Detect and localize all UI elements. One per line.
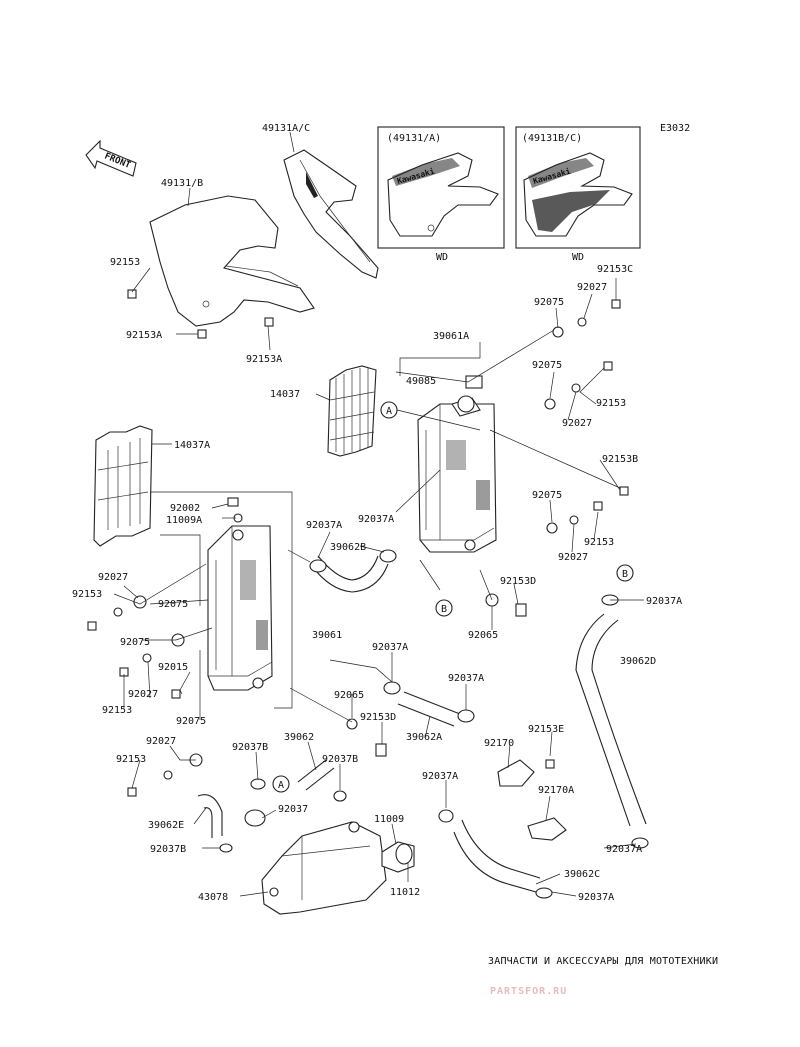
hardware	[87, 289, 649, 899]
label-92075-l1: 92075	[158, 599, 188, 610]
label-11012: 11012	[390, 887, 420, 898]
ref-a-1: A	[386, 406, 392, 417]
label-92075-r2: 92075	[532, 490, 562, 501]
label-92037a-r: 92037A	[646, 596, 682, 607]
reference-markers: A B B A	[272, 401, 634, 793]
label-92170a: 92170A	[538, 785, 574, 796]
label-92153e: 92153E	[528, 724, 564, 735]
radiator-right	[417, 395, 497, 553]
radiator-shroud-left	[149, 195, 315, 327]
label-92153-r1: 92153	[596, 398, 626, 409]
label-92075-top: 92075	[534, 297, 564, 308]
label-92037b-1: 92037B	[232, 742, 268, 753]
hose-39062e	[197, 794, 223, 838]
louver-14037	[327, 365, 377, 457]
radiator-left	[207, 525, 273, 691]
label-92037a-5: 92037A	[422, 771, 458, 782]
label-92037a-4: 92037A	[448, 673, 484, 684]
label-92037a-2: 92037A	[358, 514, 394, 525]
watermark-subtitle: ЗАПЧАСТИ И АКСЕССУАРЫ ДЛЯ МОТОТЕХНИКИ	[488, 956, 718, 967]
label-92037a-1: 92037A	[306, 520, 342, 531]
label-92153d-1: 92153D	[500, 576, 536, 587]
hose-39062c	[453, 819, 541, 893]
hose-39062a	[397, 691, 461, 727]
ref-b-2: B	[622, 569, 628, 580]
label-11009: 11009	[374, 814, 404, 825]
louver-14037a	[93, 425, 153, 547]
label-92075-l3: 92075	[176, 716, 206, 727]
label-92153-l2: 92153	[102, 705, 132, 716]
label-92065-2: 92065	[334, 690, 364, 701]
watermark: ЗАПЧАСТИ И АКСЕССУАРЫ ДЛЯ МОТОТЕХНИКИ PA…	[488, 956, 718, 997]
watermark-brand: PARTSFOR.RU	[490, 986, 567, 997]
label-92170: 92170	[484, 738, 514, 749]
label-92027-top: 92027	[577, 282, 607, 293]
label-92037b-3: 92037B	[150, 844, 186, 855]
label-92015: 92015	[158, 662, 188, 673]
label-92002: 92002	[170, 503, 200, 514]
label-39062b: 39062B	[330, 542, 366, 553]
label-49085: 49085	[406, 376, 436, 387]
label-92037: 92037	[278, 804, 308, 815]
diagram-code: E3032	[660, 123, 690, 134]
hose-39062b	[311, 555, 389, 593]
label-92037a-3: 92037A	[372, 642, 408, 653]
label-92153b: 92153B	[602, 454, 638, 465]
hose-39062	[297, 759, 335, 791]
part-labels: 49131A/C 49131/B 92153 92153A 92153A 921…	[72, 123, 682, 903]
label-92075-mid: 92075	[532, 360, 562, 371]
label-92037b-2: 92037B	[322, 754, 358, 765]
ref-a-2: A	[278, 780, 284, 791]
label-92037a-7: 92037A	[578, 892, 614, 903]
inset-right-title: (49131B/C)	[522, 133, 582, 144]
label-39062e: 39062E	[148, 820, 184, 831]
label-92027-l2: 92027	[128, 689, 158, 700]
leader-lines	[113, 131, 644, 897]
label-49131ac: 49131A/C	[262, 123, 310, 134]
label-39061: 39061	[312, 630, 342, 641]
label-39062c: 39062C	[564, 869, 600, 880]
label-92065-1: 92065	[468, 630, 498, 641]
inset-right-label: WD	[572, 252, 584, 263]
label-92027-l3: 92027	[146, 736, 176, 747]
front-arrow-icon: FRONT	[85, 139, 137, 177]
reserve-tank	[261, 821, 387, 915]
label-92153c: 92153C	[597, 264, 633, 275]
label-39062: 39062	[284, 732, 314, 743]
label-92027-r2: 92027	[558, 552, 588, 563]
inset-left-title: (49131/A)	[387, 133, 441, 144]
label-92153d-2: 92153D	[360, 712, 396, 723]
inset-right: (49131B/C) Kawasaki WD	[515, 126, 641, 263]
label-92153a-1: 92153A	[126, 330, 162, 341]
label-11009a: 11009A	[166, 515, 202, 526]
label-92037a-6: 92037A	[606, 844, 642, 855]
label-92153-top: 92153	[110, 257, 140, 268]
label-14037: 14037	[270, 389, 300, 400]
label-92153-l1: 92153	[72, 589, 102, 600]
label-92153a-2: 92153A	[246, 354, 282, 365]
label-92153-r2: 92153	[584, 537, 614, 548]
label-43078: 43078	[198, 892, 228, 903]
label-92027-r1: 92027	[562, 418, 592, 429]
label-92075-l2: 92075	[120, 637, 150, 648]
label-92153-l3: 92153	[116, 754, 146, 765]
label-39062d: 39062D	[620, 656, 656, 667]
inset-left: (49131/A) Kawasaki WD	[377, 126, 505, 263]
label-49131b: 49131/B	[161, 178, 203, 189]
ref-b-1: B	[441, 604, 447, 615]
inset-left-label: WD	[436, 252, 448, 263]
label-92027-l1: 92027	[98, 572, 128, 583]
radiator-shroud-right	[283, 149, 379, 279]
label-39062a: 39062A	[406, 732, 442, 743]
label-39061a: 39061A	[433, 331, 469, 342]
label-14037a: 14037A	[174, 440, 210, 451]
hose-39062d	[575, 613, 647, 827]
